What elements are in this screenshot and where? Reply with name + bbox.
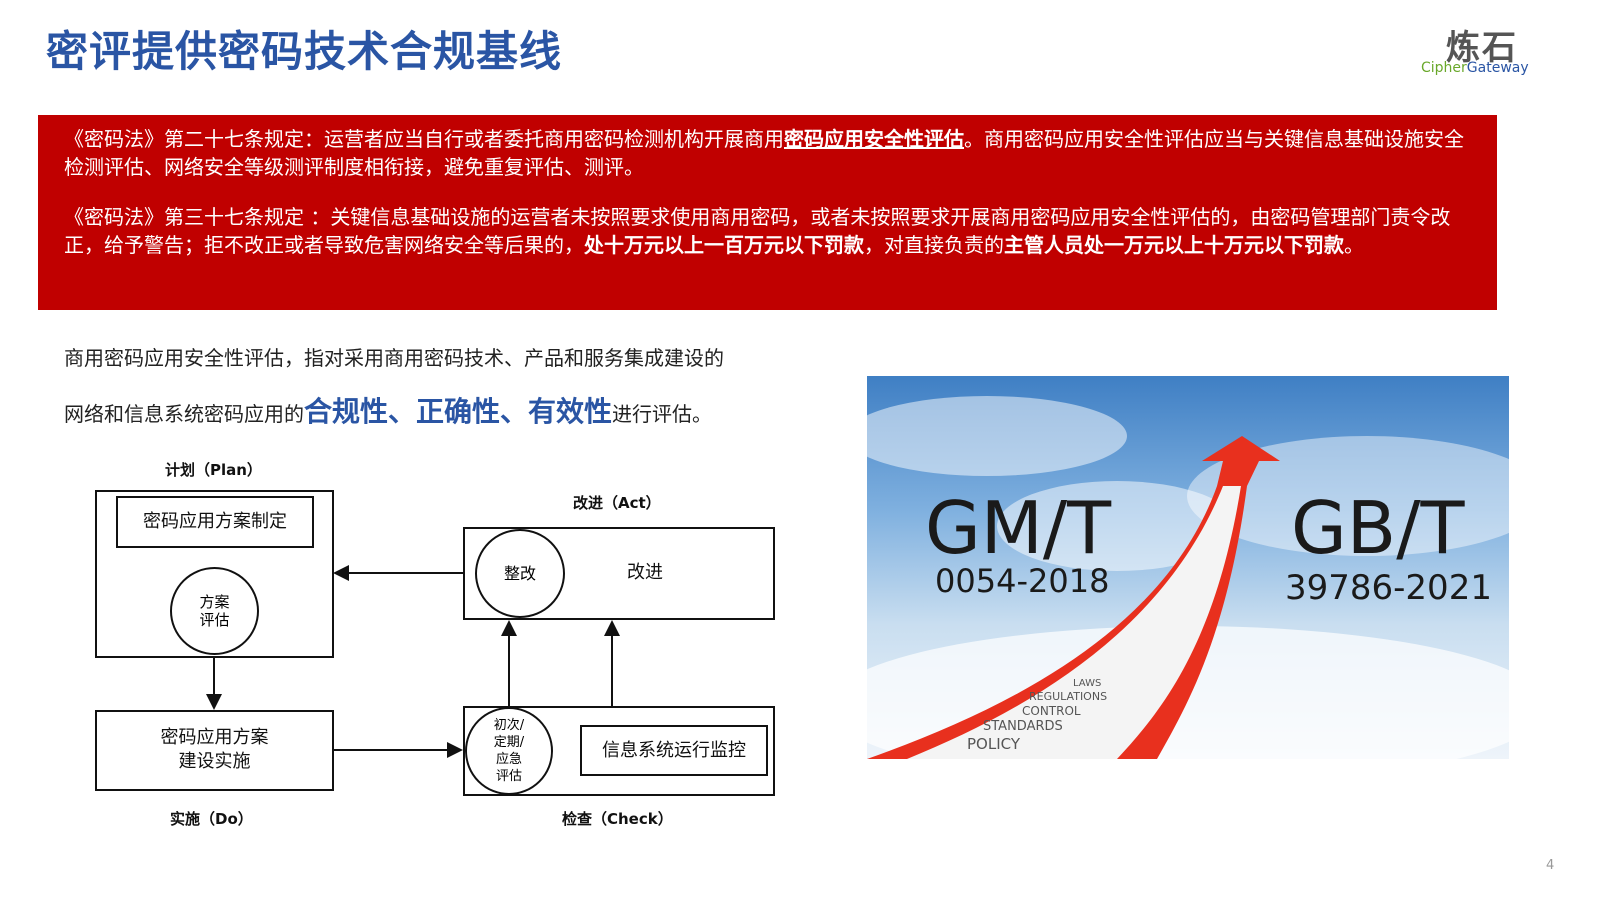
page-number: 4 — [1546, 858, 1555, 873]
law-article-37: 《密码法》第三十七条规定 ：关键信息基础设施的运营者未按照要求使用商用密码，或者… — [64, 203, 1477, 259]
text: 。商用密码应用安全性评估应当与关键信息基础设施安全检测评估、网络安全等级测评制度… — [64, 127, 1464, 179]
monitor-box: 信息系统运行监控 — [580, 725, 768, 776]
step-label: REGULATIONS — [1029, 690, 1108, 703]
text: ，对直接负责的 — [864, 233, 1004, 257]
law-article-27: 《密码法》第二十七条规定：运营者应当自行或者委托商用密码检测机构开展商用密码应用… — [64, 125, 1477, 181]
emphasis: 处十万元以上一百万元以下罚款 — [584, 233, 864, 257]
act-label: 改进（Act） — [573, 494, 661, 512]
step-label: LAWS — [1073, 678, 1102, 689]
check-circle: 初次/ 定期/ 应急 评估 — [465, 707, 553, 795]
gmt-number: 0054-2018 — [935, 562, 1110, 600]
text: 《密码法》第三十七条规定 ：关键信息基础设施的运营者未按照要求使用商用密码，或者… — [64, 205, 1451, 257]
emphasis: 主管人员处一万元以上十万元以下罚款 — [1004, 233, 1344, 257]
gbt-number: 39786-2021 — [1285, 568, 1492, 608]
step-label: CONTROL — [1022, 704, 1081, 718]
law-callout: 《密码法》第二十七条规定：运营者应当自行或者委托商用密码检测机构开展商用密码应用… — [38, 115, 1497, 310]
plan-eval-circle: 方案 评估 — [170, 567, 259, 655]
text: 。 — [1344, 233, 1364, 257]
page-title: 密评提供密码技术合规基线 — [46, 27, 563, 76]
act-text: 改进 — [627, 562, 663, 583]
text: 《密码法》第二十七条规定：运营者应当自行或者委托商用密码检测机构开展商用 — [64, 127, 784, 151]
check-label: 检查（Check） — [562, 810, 673, 828]
text: 网络和信息系统密码应用的 — [64, 402, 304, 426]
gbt-standard: GB/T — [1291, 486, 1465, 570]
highlight: 合规性、正确性、有效性 — [304, 395, 613, 428]
do-label: 实施（Do） — [170, 810, 253, 828]
step-label: STANDARDS — [983, 719, 1063, 734]
logo-text-gateway: Gateway — [1466, 60, 1529, 76]
text: 进行评估。 — [612, 402, 713, 426]
logo-text-cipher: Cipher — [1421, 60, 1467, 76]
intro-line-1: 商用密码应用安全性评估，指对采用商用密码技术、产品和服务集成建设的 — [64, 346, 724, 370]
act-circle: 整改 — [475, 529, 565, 618]
staircase-arrow-graphic — [867, 396, 1509, 759]
do-box: 密码应用方案 建设实施 — [95, 710, 334, 791]
gmt-standard: GM/T — [925, 486, 1112, 570]
plan-step-box: 密码应用方案制定 — [116, 496, 314, 548]
logo-text: CipherGateway — [1421, 60, 1529, 76]
emphasis: 密码应用安全性评估 — [784, 127, 964, 151]
intro-line-2: 网络和信息系统密码应用的合规性、正确性、有效性进行评估。 — [64, 390, 712, 430]
logo: 炼石 — [1446, 28, 1518, 68]
plan-label: 计划（Plan） — [165, 461, 262, 479]
standards-image: GM/T 0054-2018 GB/T 39786-2021 LAWS REGU… — [867, 376, 1509, 759]
step-label: POLICY — [967, 735, 1021, 753]
